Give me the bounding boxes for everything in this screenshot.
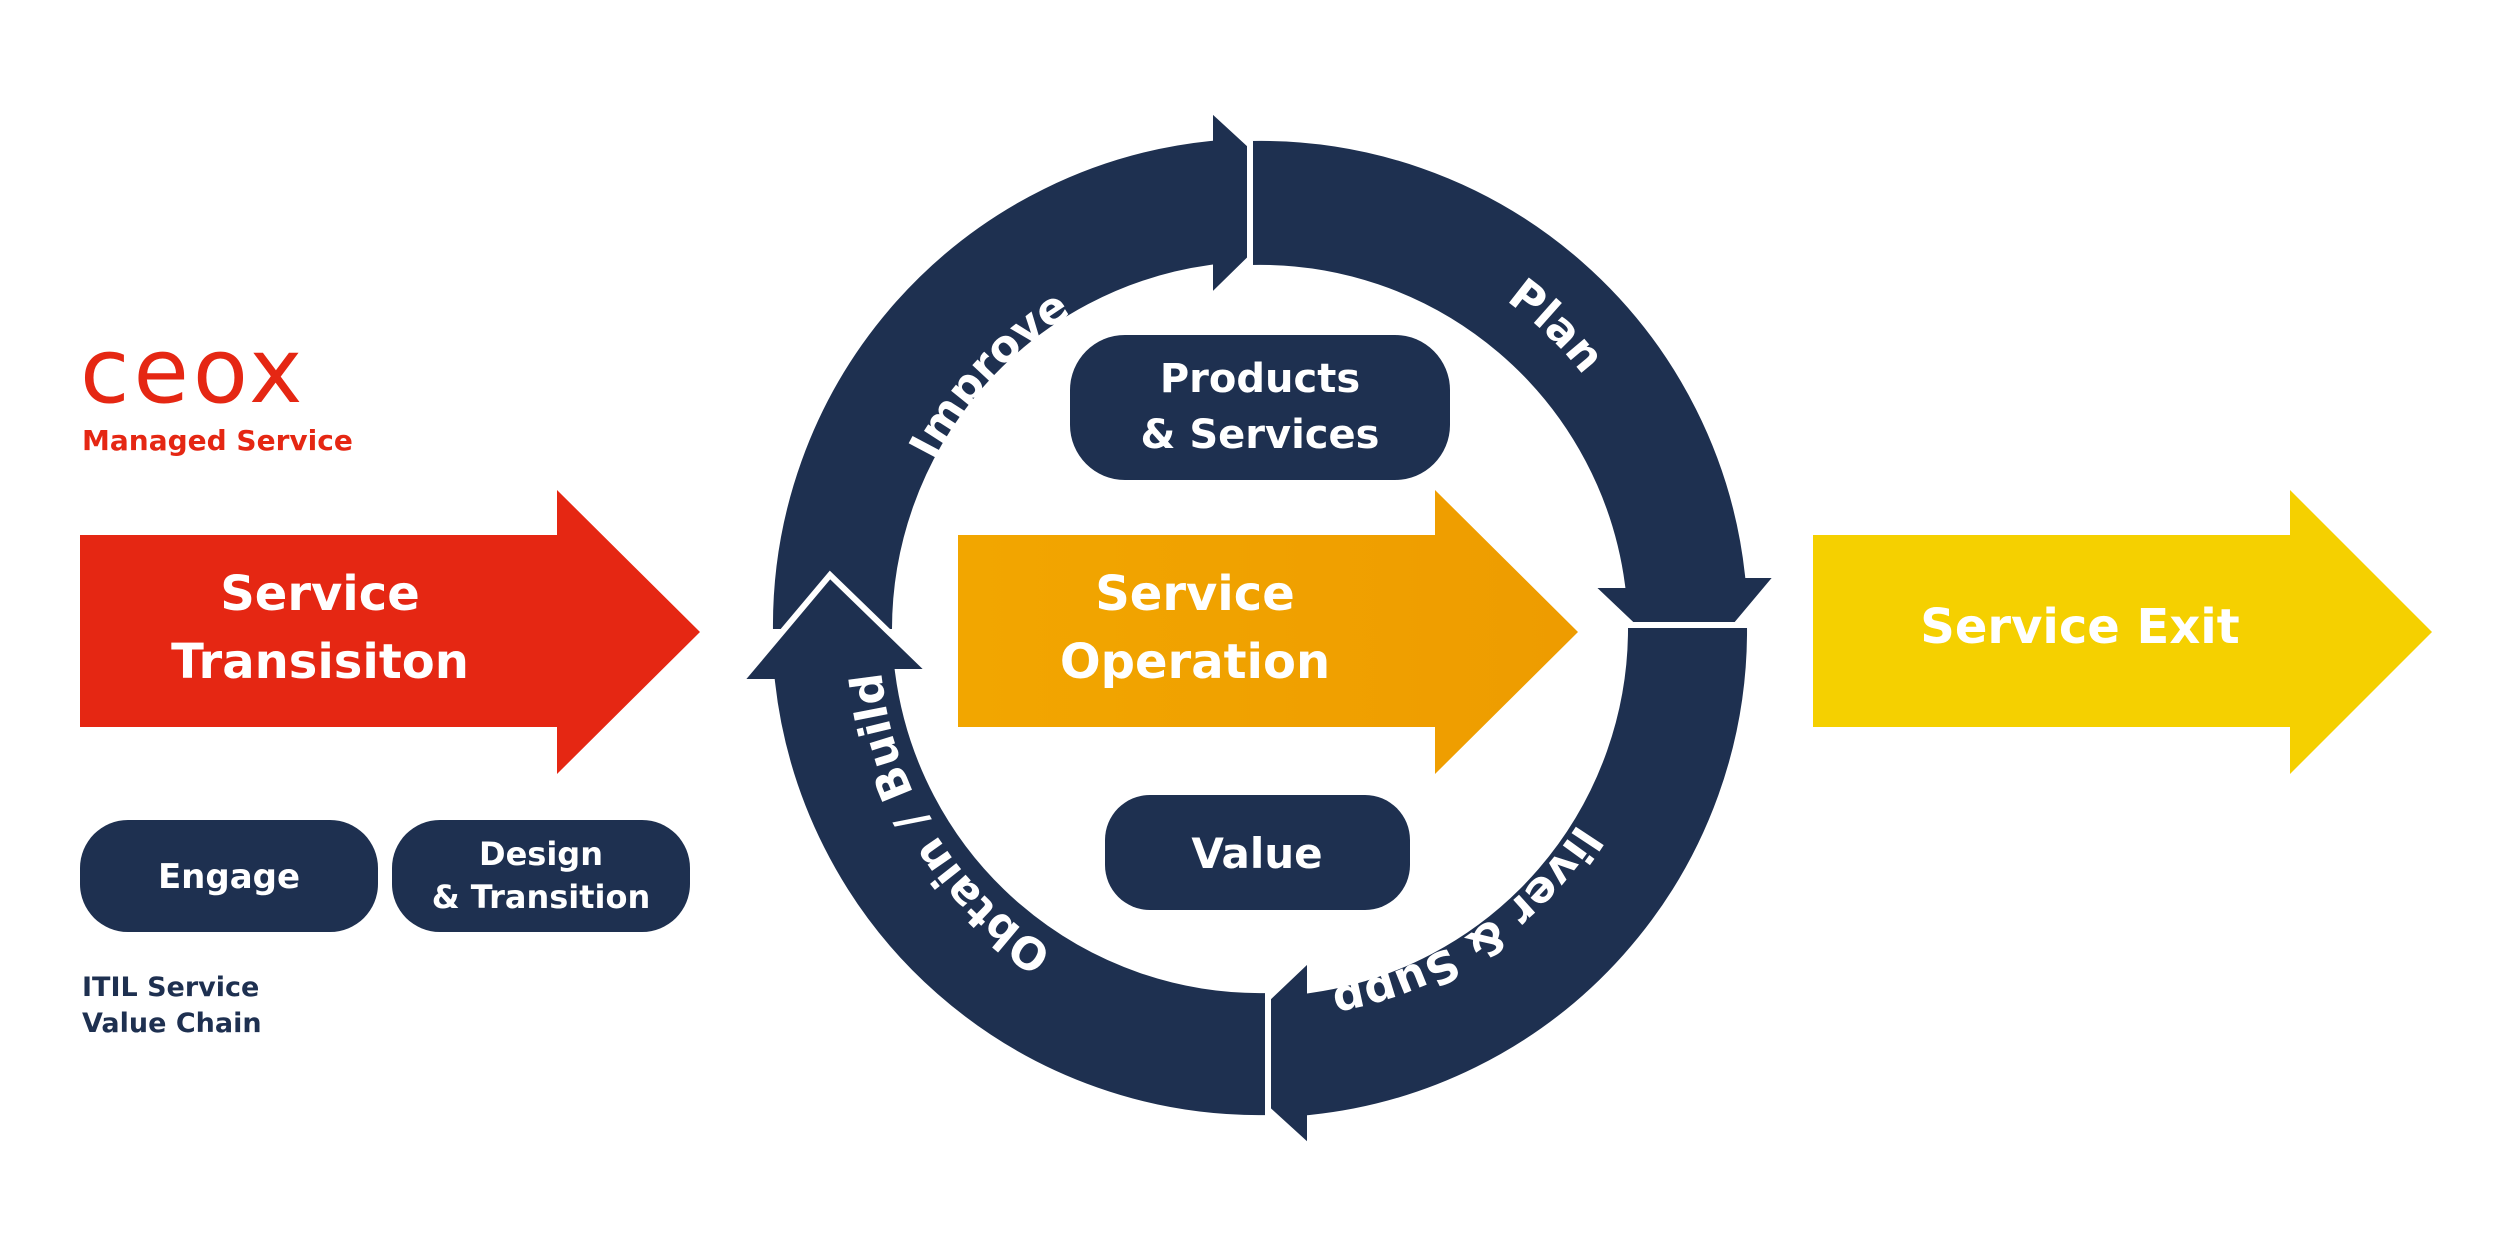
value-label: Value	[1191, 829, 1322, 878]
deliver-support-arrow	[1203, 622, 1754, 1155]
engage-pill	[80, 820, 378, 932]
service-operation-line2: Operation	[1060, 634, 1330, 690]
itil-caption-line2: Value Chain	[82, 1008, 262, 1039]
design-transition-pill	[392, 820, 690, 932]
service-transition-line1: Service	[220, 566, 420, 622]
design-transition-line1: Design	[479, 835, 603, 873]
value-pill	[1105, 795, 1410, 910]
tagline: Managed Service	[82, 424, 353, 457]
logo: ceox	[80, 319, 306, 424]
products-services-line1: Products	[1160, 356, 1360, 402]
obtain-build-arrow	[733, 570, 1271, 1122]
engage-label: Engage	[158, 857, 300, 897]
itil-caption-line1: ITIL Service	[82, 972, 259, 1003]
service-operation-arrow	[958, 490, 1578, 774]
products-services-line2: & Services	[1141, 412, 1380, 458]
service-transition-line2: Transisiton	[171, 634, 469, 690]
plan-arrow	[1247, 134, 1785, 685]
service-operation-line1: Service	[1095, 566, 1295, 622]
products-services-pill	[1070, 335, 1450, 480]
value-chain-cycle	[733, 101, 1785, 1155]
improve-arrow	[766, 101, 1315, 635]
service-exit-label: Service Exit	[1920, 599, 2239, 655]
service-transition-arrow	[80, 490, 700, 774]
service-exit-arrow	[1813, 490, 2432, 774]
design-transition-line2: & Transition	[432, 878, 651, 916]
